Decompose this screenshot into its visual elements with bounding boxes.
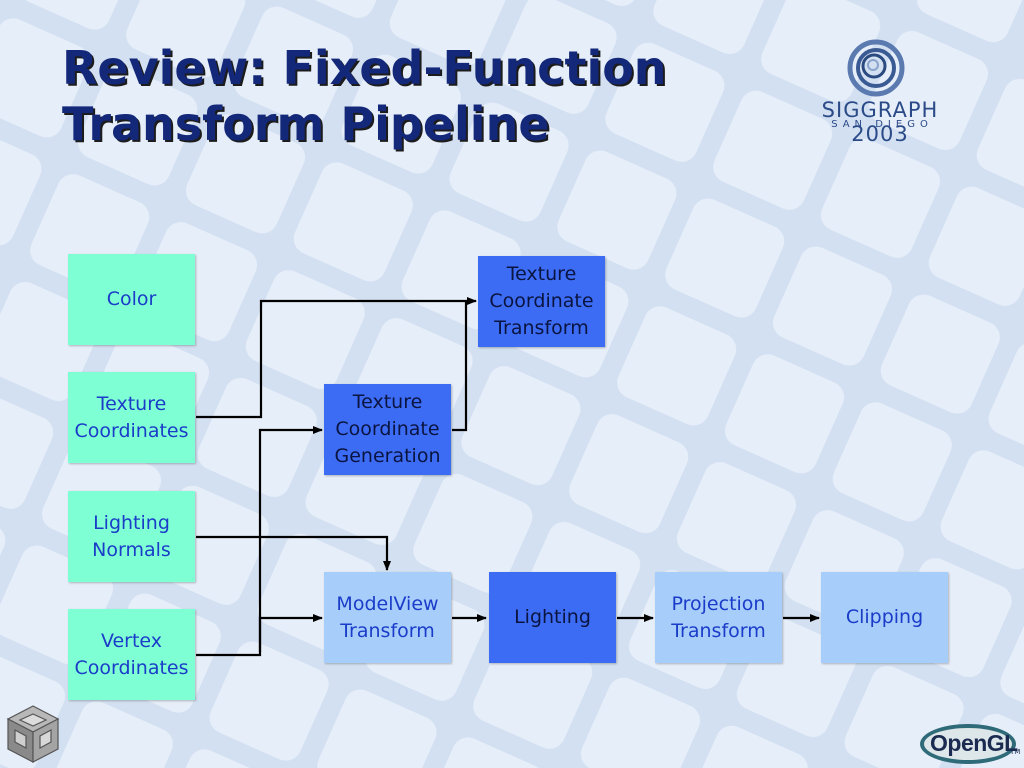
node-modelview-transform: ModelView Transform [324,572,451,663]
slide-title-line-2: Transform Pipeline [62,97,550,151]
slide-title-line-1: Review: Fixed-Function [62,41,667,95]
siggraph-location-text: SAN DIEGO [831,119,933,130]
node-lighting-label: Lighting [514,606,591,628]
node-vertex-coordinates-label: Vertex Coordinates [74,629,189,679]
node-vertex-coordinates: Vertex Coordinates [68,609,195,700]
opengl-logo-icon [920,724,1016,764]
node-lighting: Lighting [489,572,616,663]
node-modelview-transform-label: ModelView Transform [336,592,439,642]
node-color-label: Color [106,288,157,310]
siggraph-logo-text: SIGGRAPH 2003 [821,98,939,146]
opengl-logo-text: OpenGL [930,730,1018,756]
opengl-trademark: TM [1010,748,1021,756]
siggraph-swirl-logo [847,39,905,97]
cube-logo-icon [6,705,60,763]
node-texture-coordinates-label: Texture Coordinates [74,392,189,442]
node-color: Color [68,254,195,345]
slide-title: Review: Fixed-Function Transform Pipelin… [62,40,782,152]
node-texture-coordinate-transform-label: Texture Coordinate Transform [489,263,594,339]
node-lighting-normals-label: Lighting Normals [92,511,171,561]
node-projection-transform-label: Projection Transform [671,592,766,642]
node-lighting-normals: Lighting Normals [68,491,195,582]
node-texture-coordinate-transform: Texture Coordinate Transform [478,256,605,347]
node-clipping: Clipping [821,572,948,663]
node-clipping-label: Clipping [845,606,924,628]
node-projection-transform: Projection Transform [655,572,782,663]
node-texture-coordinate-generation: Texture Coordinate Generation [324,384,451,475]
node-texture-coordinate-generation-label: Texture Coordinate Generation [334,391,441,467]
node-texture-coordinates: Texture Coordinates [68,372,195,463]
